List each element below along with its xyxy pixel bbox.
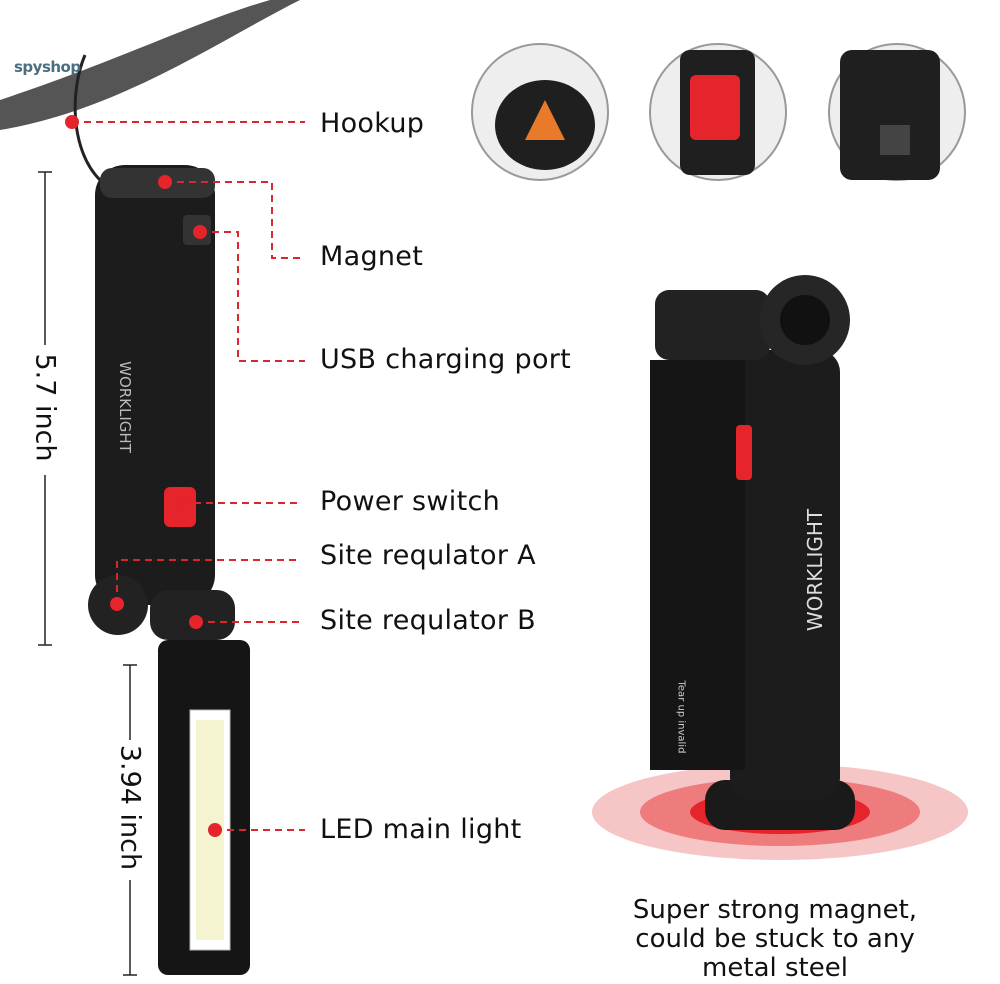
sticker-text: Tear up invalid	[675, 680, 687, 754]
callout-magnet: Magnet	[320, 241, 424, 272]
worklight-left	[88, 165, 250, 975]
spyshop-logo: spyshop	[14, 58, 81, 76]
callout-led-main-light: LED main light	[320, 814, 522, 845]
callout-site-regulator-b: Site requlator B	[320, 605, 536, 636]
brand-text-left: WORKLIGHT	[116, 361, 134, 453]
callout-hookup: Hookup	[320, 108, 425, 139]
callout-usb-port: USB charging port	[320, 344, 572, 375]
callout-power-switch: Power switch	[320, 486, 501, 517]
callout-lines	[72, 121, 305, 831]
caption-line: could be stuck to any	[635, 924, 915, 954]
caption-line: metal steel	[702, 953, 848, 983]
magnet-caption: Super strong magnet, could be stuck to a…	[560, 896, 990, 983]
dimension-lines	[38, 171, 137, 976]
dimension-body-length: 5.7 inch	[29, 353, 61, 462]
dimension-head-length: 3.94 inch	[114, 744, 146, 871]
worklight-right	[650, 275, 855, 830]
brand-text-right: WORKLIGHT	[803, 508, 827, 632]
detail-circles	[471, 43, 966, 181]
callout-dots	[65, 115, 222, 837]
caption-line: Super strong magnet,	[632, 895, 918, 925]
callout-site-regulator-a: Site requlator A	[320, 540, 536, 571]
